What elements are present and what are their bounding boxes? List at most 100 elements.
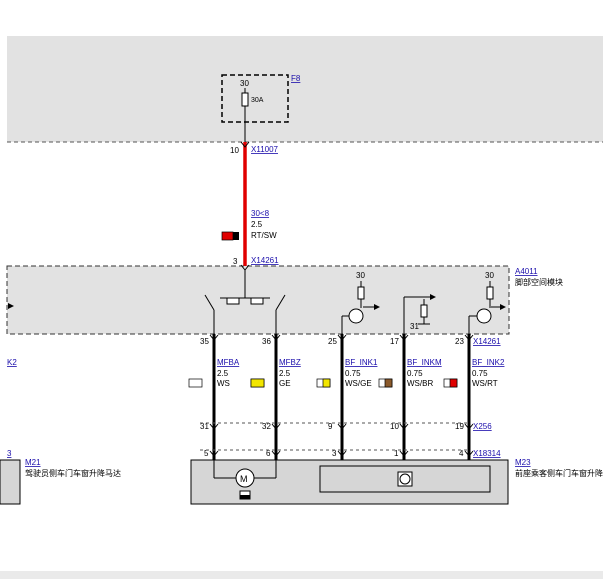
pin-mark <box>399 334 409 341</box>
pin-label: 25 <box>328 337 337 346</box>
fuse-pin-label: 30 <box>240 79 249 88</box>
fuse-ref-link[interactable]: F8 <box>291 74 301 83</box>
pin-label: 10 <box>390 422 399 431</box>
pin-label: 31 <box>200 422 209 431</box>
wire-color: WS/BR <box>407 379 433 388</box>
pin-mark <box>337 334 347 341</box>
wire-gauge: 0.75 <box>345 369 361 378</box>
wire-color: WS <box>217 379 230 388</box>
pin-mark <box>399 450 409 457</box>
pin-label-3: 3 <box>233 257 238 266</box>
signal-link[interactable]: BF_INK1 <box>345 358 378 367</box>
left-arrow-icon <box>8 303 14 309</box>
pin-mark <box>337 450 347 457</box>
wire-color: RT/SW <box>251 231 277 240</box>
signal-link[interactable]: BF_INKM <box>407 358 442 367</box>
pin-label: 5 <box>204 449 209 458</box>
horizontal-scrollbar[interactable] <box>0 571 603 579</box>
pin-mark <box>271 334 281 341</box>
pin-mark <box>464 334 474 341</box>
connector-x256-link[interactable]: X256 <box>473 422 492 431</box>
pin-mark <box>271 423 281 430</box>
transistor-2-arrow <box>500 304 506 310</box>
motor-right-name: 前座乘客侧车门车窗升降 <box>515 468 603 478</box>
relay-coil-right <box>250 297 264 305</box>
pin-mark <box>209 334 219 341</box>
color-swatch-stripe <box>384 378 393 388</box>
pin-label: 9 <box>328 422 333 431</box>
motor-icon-letter: M <box>240 474 248 484</box>
ground-label: 31 <box>410 322 419 331</box>
pin-mark <box>337 423 347 430</box>
transistor-1-icon <box>348 308 364 324</box>
pin-label: 23 <box>455 337 464 346</box>
pin-label: 17 <box>390 337 399 346</box>
signal-link[interactable]: MFBZ <box>279 358 301 367</box>
color-swatch-black <box>233 232 239 240</box>
pin-label: 35 <box>200 337 209 346</box>
pin-mark <box>271 450 281 457</box>
relay-coil-left <box>226 297 240 305</box>
signal-link[interactable]: BF_INK2 <box>472 358 505 367</box>
pin-label: 6 <box>266 449 271 458</box>
pin-label: 1 <box>394 449 399 458</box>
wire-bundle: 35315MFBA2.5WS36326MFBZ2.5GE2593BF_INK10… <box>188 334 505 460</box>
pin-mark <box>399 423 409 430</box>
motor-left-pin[interactable]: 3 <box>7 449 12 458</box>
sense-arrow-icon <box>430 294 436 300</box>
signal-link[interactable]: MFBA <box>217 358 240 367</box>
color-swatch-stripe <box>250 378 265 388</box>
connector-x11007-link[interactable]: X11007 <box>251 145 279 154</box>
supply-label-1: 30 <box>356 271 365 280</box>
motor-right-sensor-ring <box>399 473 411 485</box>
color-swatch-base <box>188 378 203 388</box>
left-ref-link[interactable]: K2 <box>7 358 17 367</box>
pin-mark <box>464 423 474 430</box>
fuse-rating: 30A <box>251 97 264 104</box>
motor-hall-icon-fill <box>240 495 250 499</box>
wire-color: GE <box>279 379 291 388</box>
wire-gauge: 2.5 <box>251 220 263 229</box>
pin-label: 3 <box>332 449 337 458</box>
fuse-panel <box>7 36 603 142</box>
wire-mfba: 35 31 5 MFBA 2.5WS <box>188 334 240 460</box>
motor-left-box <box>0 459 21 505</box>
resistor-3 <box>486 286 494 300</box>
wire-gauge: 0.75 <box>407 369 423 378</box>
color-swatch-stripe <box>449 378 458 388</box>
fuse-box <box>221 74 289 123</box>
wire-gauge: 2.5 <box>217 369 229 378</box>
transistor-1-arrow <box>374 304 380 310</box>
connector-x18314-link[interactable]: X18314 <box>473 449 501 458</box>
motor-right-ref-link[interactable]: M23 <box>515 458 531 467</box>
module-ref-link[interactable]: A4011 <box>515 267 538 276</box>
wire-gauge: 2.5 <box>279 369 291 378</box>
relay-switch-right <box>275 294 286 311</box>
supply-label-2: 30 <box>485 271 494 280</box>
transistor-2-icon <box>476 308 492 324</box>
relay-switch-left <box>204 294 215 311</box>
color-swatch-red <box>221 231 234 241</box>
pin-mark <box>464 450 474 457</box>
circuit-link[interactable]: 30<8 <box>251 209 270 218</box>
motor-left-ref-link[interactable]: M21 <box>25 458 41 467</box>
pin-mark <box>209 450 219 457</box>
fuse-icon <box>241 92 249 107</box>
motor-left-name: 驾驶员侧车门车窗升降马达 <box>25 468 121 478</box>
resistor-1 <box>357 286 365 300</box>
wire-gauge: 0.75 <box>472 369 488 378</box>
pin-label-10: 10 <box>230 146 239 155</box>
connector-top-right-link[interactable]: X14261 <box>473 337 501 346</box>
pin-label: 19 <box>455 422 464 431</box>
connector-x14261-in-link[interactable]: X14261 <box>251 256 279 265</box>
wire-color: WS/GE <box>345 379 372 388</box>
resistor-2 <box>420 304 428 318</box>
pin-label: 36 <box>262 337 271 346</box>
module-name: 脚部空间模块 <box>515 277 563 287</box>
pin-mark <box>209 423 219 430</box>
